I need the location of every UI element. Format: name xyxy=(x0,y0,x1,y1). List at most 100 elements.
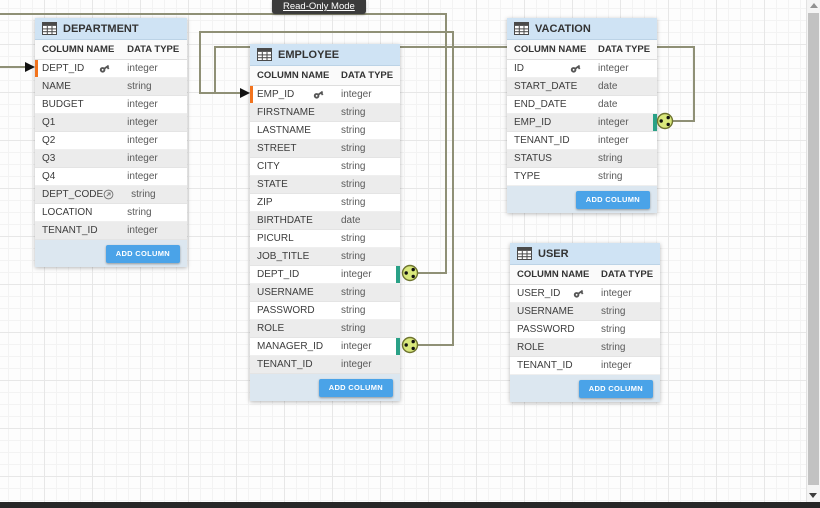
column-data-type: integer xyxy=(341,89,372,100)
column-row[interactable]: TENANT_ID integer xyxy=(507,132,657,150)
column-row[interactable]: START_DATE date xyxy=(507,78,657,96)
vertical-scrollbar-thumb[interactable] xyxy=(808,13,819,485)
column-row[interactable]: STATUS string xyxy=(507,150,657,168)
relationship-connector-handle[interactable] xyxy=(656,112,674,130)
horizontal-scrollbar[interactable] xyxy=(0,502,820,508)
column-row[interactable]: ID integer xyxy=(507,60,657,78)
vertical-scrollbar[interactable] xyxy=(806,0,820,502)
column-name-cell: Q2 xyxy=(35,135,123,146)
column-name-label: END_DATE xyxy=(514,99,567,110)
table-grid-icon xyxy=(257,48,272,61)
column-row[interactable]: ROLE string xyxy=(250,320,400,338)
column-data-type: integer xyxy=(127,225,158,236)
column-name-header: COLUMN NAME xyxy=(257,70,330,81)
column-name-cell: DEPT_ID xyxy=(250,269,337,280)
column-name-cell: TENANT_ID xyxy=(507,135,594,146)
column-row[interactable]: LASTNAME string xyxy=(250,122,400,140)
column-data-type: string xyxy=(341,233,366,244)
column-name-label: TENANT_ID xyxy=(514,135,570,146)
column-row[interactable]: Q4 integer xyxy=(35,168,187,186)
column-row[interactable]: DEPT_ID integer xyxy=(35,60,187,78)
column-row[interactable]: PASSWORD string xyxy=(250,302,400,320)
column-name-label: MANAGER_ID xyxy=(257,341,324,352)
column-row[interactable]: FIRSTNAME string xyxy=(250,104,400,122)
column-row[interactable]: Q3 integer xyxy=(35,150,187,168)
column-row[interactable]: PASSWORD string xyxy=(510,321,660,339)
column-name-label: FIRSTNAME xyxy=(257,107,315,118)
column-row[interactable]: BUDGET integer xyxy=(35,96,187,114)
table-employee[interactable]: EMPLOYEE COLUMN NAME DATA TYPE EMP_ID in… xyxy=(250,44,400,401)
column-row[interactable]: ZIP string xyxy=(250,194,400,212)
relationship-connector-handle[interactable] xyxy=(401,264,419,282)
add-column-button[interactable]: ADD COLUMN xyxy=(578,379,653,398)
column-name-cell: PASSWORD xyxy=(510,324,597,335)
column-row[interactable]: ROLE string xyxy=(510,339,660,357)
column-name-cell: EMP_ID xyxy=(250,89,337,100)
column-row[interactable]: TENANT_ID integer xyxy=(35,222,187,240)
column-row[interactable]: MANAGER_ID integer xyxy=(250,338,400,356)
column-name-cell: STATUS xyxy=(507,153,594,164)
column-row[interactable]: LOCATION string xyxy=(35,204,187,222)
table-grid-icon xyxy=(42,22,57,35)
column-name-label: ROLE xyxy=(517,342,545,353)
column-name-cell: ROLE xyxy=(250,323,337,334)
column-name-cell: DEPT_CODE xyxy=(35,189,127,200)
table-footer: ADD COLUMN xyxy=(510,375,660,402)
column-row[interactable]: BIRTHDATE date xyxy=(250,212,400,230)
column-row[interactable]: USERNAME string xyxy=(250,284,400,302)
column-row[interactable]: TYPE string xyxy=(507,168,657,186)
table-user[interactable]: USER COLUMN NAME DATA TYPE USER_ID integ… xyxy=(510,243,660,402)
column-name-cell: START_DATE xyxy=(507,81,594,92)
add-column-button[interactable]: ADD COLUMN xyxy=(575,190,650,209)
add-column-button[interactable]: ADD COLUMN xyxy=(105,244,180,263)
column-name-cell: EMP_ID xyxy=(507,117,594,128)
table-header[interactable]: DEPARTMENT xyxy=(35,18,187,40)
column-name-label: DEPT_CODE xyxy=(42,189,104,200)
column-name-header: COLUMN NAME xyxy=(42,44,115,55)
relationship-connector-handle[interactable] xyxy=(401,336,419,354)
column-row[interactable]: STATE string xyxy=(250,176,400,194)
column-row[interactable]: DEPT_ID integer xyxy=(250,266,400,284)
column-row[interactable]: EMP_ID integer xyxy=(507,114,657,132)
column-row[interactable]: USERNAME string xyxy=(510,303,660,321)
table-title: DEPARTMENT xyxy=(63,22,139,35)
table-header[interactable]: VACATION xyxy=(507,18,657,40)
column-name-label: USERNAME xyxy=(517,306,574,317)
scroll-up-icon[interactable] xyxy=(809,3,818,8)
column-name-cell: MANAGER_ID xyxy=(250,341,337,352)
table-header[interactable]: EMPLOYEE xyxy=(250,44,400,66)
add-column-button[interactable]: ADD COLUMN xyxy=(318,378,393,397)
column-name-cell: USERNAME xyxy=(250,287,337,298)
table-department[interactable]: DEPARTMENT COLUMN NAME DATA TYPE DEPT_ID… xyxy=(35,18,187,267)
column-row[interactable]: Q1 integer xyxy=(35,114,187,132)
table-header[interactable]: USER xyxy=(510,243,660,265)
column-row[interactable]: USER_ID integer xyxy=(510,285,660,303)
column-header-row: COLUMN NAME DATA TYPE xyxy=(507,40,657,60)
column-row[interactable]: END_DATE date xyxy=(507,96,657,114)
column-name-label: START_DATE xyxy=(514,81,578,92)
table-title: VACATION xyxy=(535,22,591,35)
column-data-type: string xyxy=(127,207,152,218)
column-data-type: string xyxy=(341,251,366,262)
column-data-type: string xyxy=(598,153,623,164)
column-row[interactable]: TENANT_ID integer xyxy=(250,356,400,374)
column-data-type: date xyxy=(341,215,361,226)
data-type-header: DATA TYPE xyxy=(601,269,654,280)
column-row[interactable]: PICURL string xyxy=(250,230,400,248)
column-row[interactable]: EMP_ID integer xyxy=(250,86,400,104)
column-row[interactable]: JOB_TITLE string xyxy=(250,248,400,266)
table-vacation[interactable]: VACATION COLUMN NAME DATA TYPE ID intege… xyxy=(507,18,657,213)
column-data-type: integer xyxy=(341,341,372,352)
column-data-type: date xyxy=(598,81,618,92)
column-name-label: DEPT_ID xyxy=(42,63,85,74)
column-row[interactable]: CITY string xyxy=(250,158,400,176)
column-row[interactable]: DEPT_CODE string xyxy=(35,186,187,204)
column-row[interactable]: Q2 integer xyxy=(35,132,187,150)
table-footer: ADD COLUMN xyxy=(507,186,657,213)
column-name-label: BUDGET xyxy=(42,99,84,110)
column-name-label: STREET xyxy=(257,143,297,154)
scroll-down-icon[interactable] xyxy=(809,493,817,498)
column-row[interactable]: TENANT_ID integer xyxy=(510,357,660,375)
column-row[interactable]: NAME string xyxy=(35,78,187,96)
column-row[interactable]: STREET string xyxy=(250,140,400,158)
